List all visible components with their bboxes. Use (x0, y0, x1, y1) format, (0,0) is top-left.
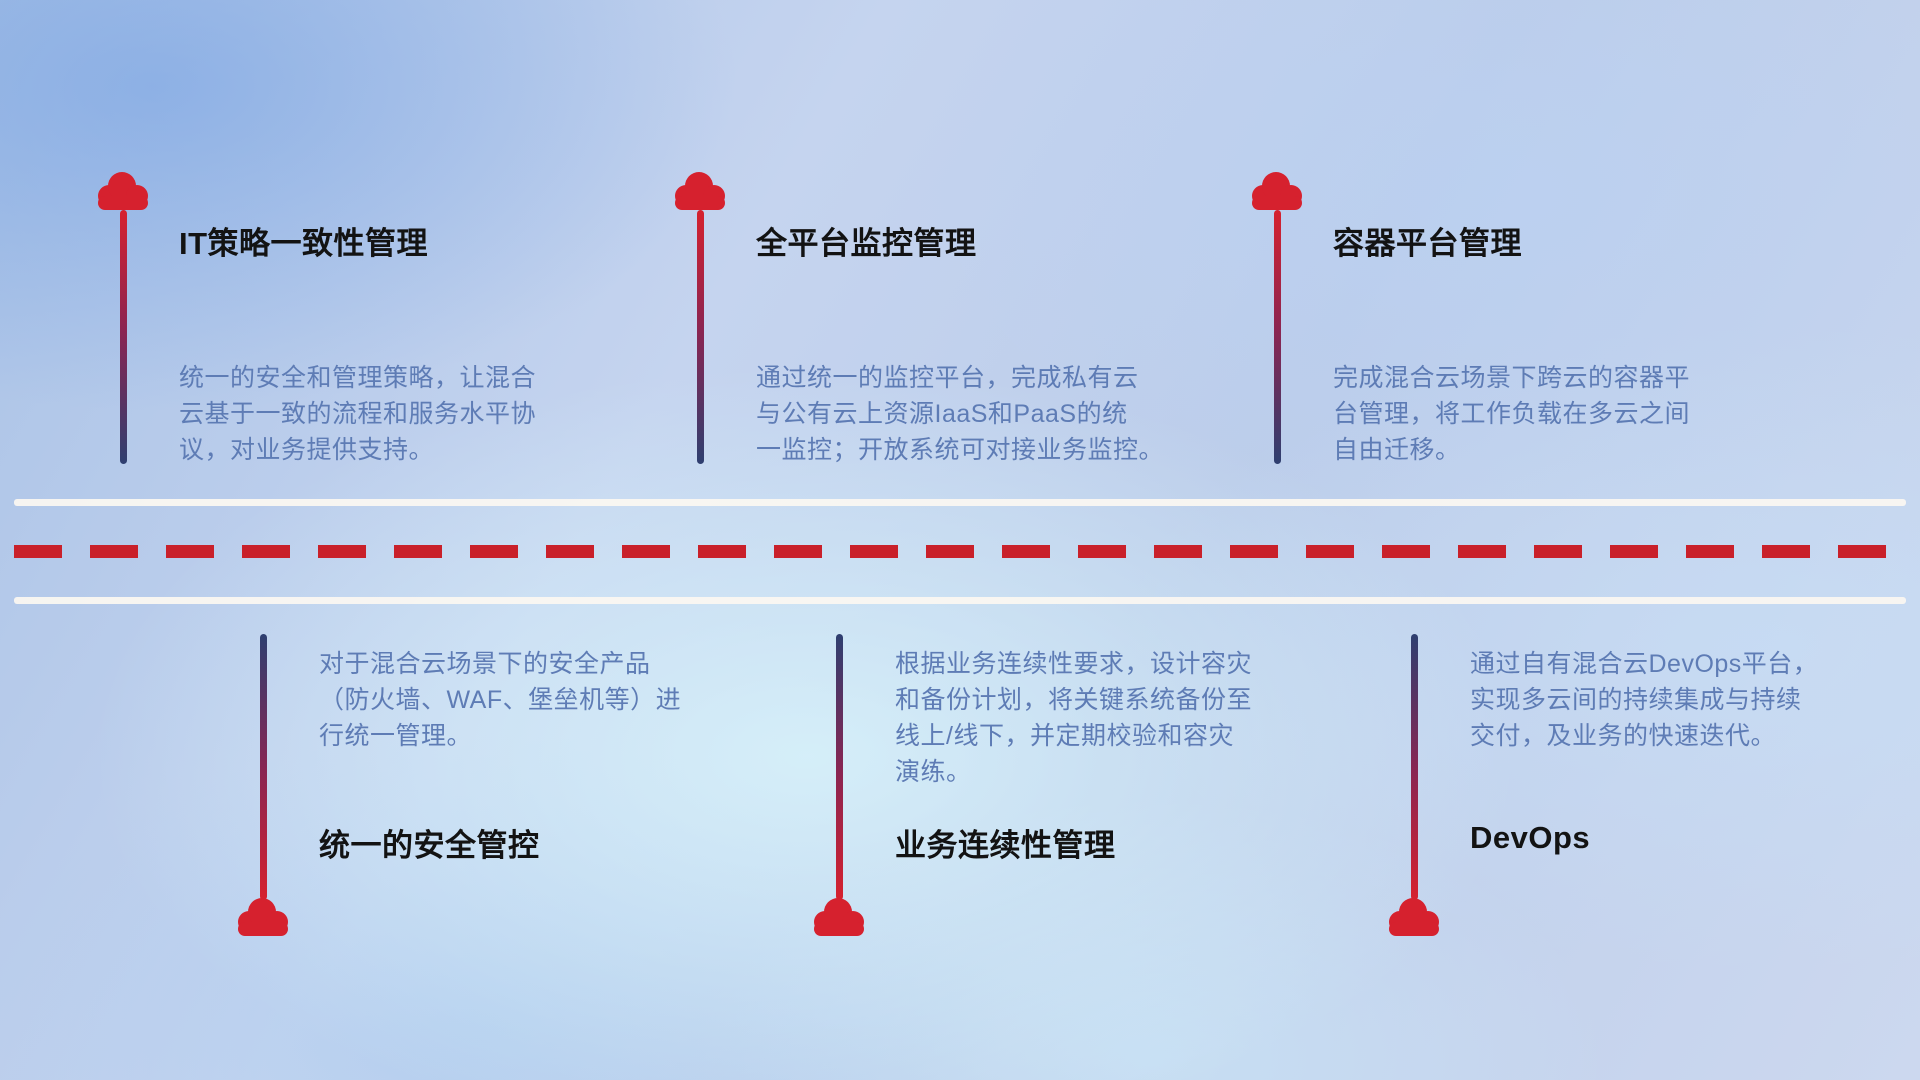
cloud-icon (1386, 896, 1442, 936)
capability-title: 统一的安全管控 (319, 828, 540, 863)
connector-line (836, 634, 843, 900)
capability-title: 容器平台管理 (1333, 226, 1522, 261)
road-bottom-line (14, 597, 1906, 604)
capability-devops: 通过自有混合云DevOps平台， 实现多云间的持续集成与持续 交付，及业务的快速… (1386, 634, 1920, 964)
connector-line (1411, 634, 1418, 900)
capability-title: 全平台监控管理 (756, 226, 977, 261)
capability-container-platform: 容器平台管理 完成混合云场景下跨云的容器平 台管理，将工作负载在多云之间 自由迁… (1249, 170, 1819, 500)
capability-description: 通过统一的监控平台，完成私有云 与公有云上资源IaaS和PaaS的统 一监控；开… (756, 364, 1165, 464)
capability-description: 根据业务连续性要求，设计容灾 和备份计划，将关键系统备份至 线上/线下，并定期校… (895, 650, 1253, 786)
capability-business-continuity: 根据业务连续性要求，设计容灾 和备份计划，将关键系统备份至 线上/线下，并定期校… (811, 634, 1381, 964)
connector-line (697, 210, 704, 464)
connector-line (260, 634, 267, 900)
capability-description: 对于混合云场景下的安全产品 （防火墙、WAF、堡垒机等）进 行统一管理。 (319, 650, 682, 750)
capability-title: 业务连续性管理 (895, 828, 1116, 863)
cloud-icon (672, 170, 728, 210)
cloud-icon (811, 896, 867, 936)
cloud-icon (235, 896, 291, 936)
capability-unified-security: 对于混合云场景下的安全产品 （防火墙、WAF、堡垒机等）进 行统一管理。 统一的… (235, 634, 805, 964)
road-top-line (14, 499, 1906, 506)
capability-title: DevOps (1470, 820, 1591, 855)
capability-title: IT策略一致性管理 (179, 226, 429, 261)
capability-it-policy-management: IT策略一致性管理 统一的安全和管理策略，让混合 云基于一致的流程和服务水平协 … (95, 170, 665, 500)
capability-platform-monitoring: 全平台监控管理 通过统一的监控平台，完成私有云 与公有云上资源IaaS和PaaS… (672, 170, 1242, 500)
capability-description: 统一的安全和管理策略，让混合 云基于一致的流程和服务水平协 议，对业务提供支持。 (179, 364, 537, 464)
capability-description: 完成混合云场景下跨云的容器平 台管理，将工作负载在多云之间 自由迁移。 (1333, 364, 1691, 464)
cloud-icon (95, 170, 151, 210)
connector-line (1274, 210, 1281, 464)
cloud-icon (1249, 170, 1305, 210)
capability-description: 通过自有混合云DevOps平台， 实现多云间的持续集成与持续 交付，及业务的快速… (1470, 650, 1819, 750)
connector-line (120, 210, 127, 464)
road-dashed-line (14, 545, 1906, 558)
